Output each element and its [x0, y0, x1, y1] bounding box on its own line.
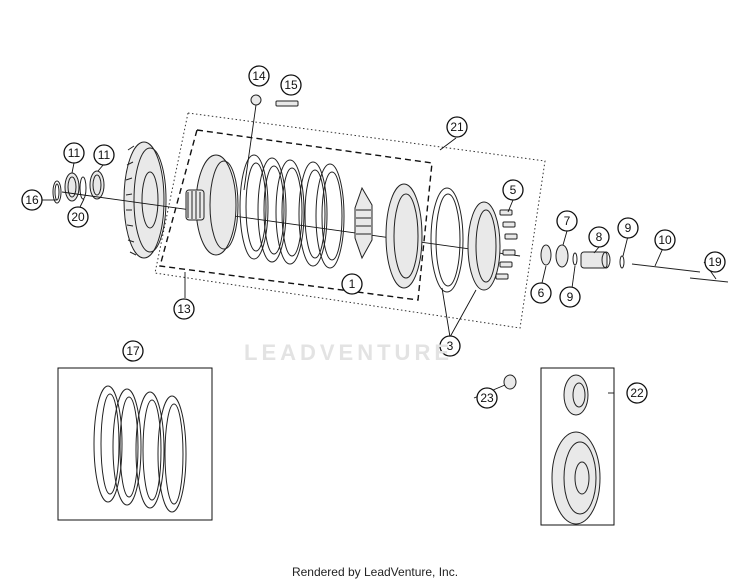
kit-17-box — [57, 367, 213, 521]
callout-22[interactable]: 22 — [626, 382, 648, 404]
svg-text:15: 15 — [284, 78, 298, 92]
callout-6[interactable]: 6 — [530, 282, 552, 304]
kit-22-gears — [551, 374, 601, 525]
callout-11-left[interactable]: 11 — [63, 142, 85, 164]
part-1-diaphragm-spring — [354, 186, 373, 260]
svg-text:19: 19 — [708, 255, 722, 269]
svg-text:5: 5 — [510, 183, 517, 197]
svg-text:23: 23 — [480, 391, 494, 405]
callout-10[interactable]: 10 — [654, 229, 676, 251]
part-3-discs — [430, 187, 501, 293]
svg-text:14: 14 — [252, 69, 266, 83]
part-11-needle-bearing-left — [64, 172, 80, 202]
svg-text:8: 8 — [596, 230, 603, 244]
part-6-washer — [540, 244, 552, 266]
callout-17[interactable]: 17 — [122, 340, 144, 362]
clutch-basket-gear — [123, 141, 167, 259]
svg-text:1: 1 — [349, 277, 356, 291]
part-7-bearing — [555, 244, 569, 268]
pressure-plate-ring — [385, 183, 423, 289]
part-23-nut — [503, 374, 517, 390]
callout-11-right[interactable]: 11 — [93, 144, 115, 166]
callout-9-upper[interactable]: 9 — [617, 217, 639, 239]
svg-text:10: 10 — [658, 233, 672, 247]
assembly-13-dashed-outline — [159, 129, 433, 301]
part-10-push-rod — [631, 263, 701, 273]
svg-text:3: 3 — [447, 339, 454, 353]
part-16-ring — [52, 180, 62, 204]
callout-16[interactable]: 16 — [21, 189, 43, 211]
assembly-21-dotted-outline — [154, 112, 546, 329]
clutch-disc-stack — [239, 154, 345, 269]
svg-text:17: 17 — [126, 344, 140, 358]
callout-23[interactable]: 23 — [476, 387, 498, 409]
callout-21[interactable]: 21 — [446, 116, 468, 138]
kit-22-box — [540, 367, 615, 526]
part-19-rod — [689, 277, 729, 283]
watermark: LEADVENTURE — [244, 340, 454, 365]
callout-1[interactable]: 1 — [341, 273, 363, 295]
footer-credit: Rendered by LeadVenture, Inc. — [291, 565, 459, 579]
callout-20[interactable]: 20 — [67, 206, 89, 228]
svg-text:13: 13 — [177, 302, 191, 316]
callout-9-lower[interactable]: 9 — [559, 286, 581, 308]
part-9-washer-upper — [619, 255, 625, 269]
svg-text:11: 11 — [98, 148, 111, 162]
part-8-release-piece — [580, 251, 611, 269]
svg-text:9: 9 — [567, 290, 574, 304]
callout-7[interactable]: 7 — [556, 210, 578, 232]
svg-text:22: 22 — [630, 386, 644, 400]
svg-text:16: 16 — [25, 193, 39, 207]
svg-text:11: 11 — [68, 146, 81, 160]
callout-13[interactable]: 13 — [173, 298, 195, 320]
svg-text:7: 7 — [564, 214, 571, 228]
part-11-needle-bearing-right — [89, 170, 105, 200]
inner-clutch-hub — [185, 154, 239, 256]
part-20-spacer — [79, 176, 87, 200]
part-5-bolts — [495, 209, 518, 280]
part-9-washer-lower — [572, 252, 578, 266]
callout-19[interactable]: 19 — [704, 251, 726, 273]
svg-text:21: 21 — [450, 120, 464, 134]
callout-14[interactable]: 14 — [248, 65, 270, 87]
callout-3[interactable]: 3 — [439, 335, 461, 357]
svg-text:20: 20 — [71, 210, 85, 224]
kit-17-clutch-discs — [93, 385, 187, 513]
callout-8[interactable]: 8 — [588, 226, 610, 248]
part-14-washer — [250, 94, 262, 106]
svg-text:6: 6 — [538, 286, 545, 300]
callout-15[interactable]: 15 — [280, 74, 302, 96]
part-15-bolt — [275, 100, 299, 107]
svg-text:9: 9 — [625, 221, 632, 235]
callout-5[interactable]: 5 — [502, 179, 524, 201]
